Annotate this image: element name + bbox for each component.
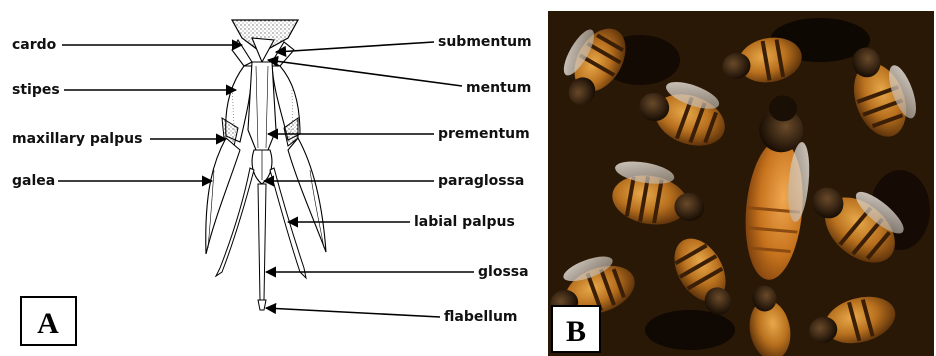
label-prementum: prementum (438, 126, 530, 142)
label-mentum: mentum (466, 80, 531, 96)
label-labial-palpus: labial palpus (414, 214, 515, 230)
submentum-shape (252, 38, 274, 62)
glossa-shape (258, 184, 266, 300)
panel-b-photo (540, 11, 934, 356)
label-galea: galea (12, 173, 55, 189)
panel-a-diagram: cardo stipes maxillary palpus galea subm… (12, 20, 532, 345)
label-glossa: glossa (478, 264, 529, 280)
label-submentum: submentum (438, 34, 532, 50)
flabellum-shape (258, 300, 266, 310)
prementum-shape (248, 62, 276, 150)
label-cardo: cardo (12, 37, 57, 53)
panel-a-label: A (37, 307, 59, 340)
label-stipes: stipes (12, 82, 60, 98)
label-flabellum: flabellum (444, 309, 518, 325)
panel-b-label: B (566, 315, 586, 348)
label-paraglossa: paraglossa (438, 173, 524, 189)
label-maxillary-palpus: maxillary palpus (12, 131, 142, 147)
